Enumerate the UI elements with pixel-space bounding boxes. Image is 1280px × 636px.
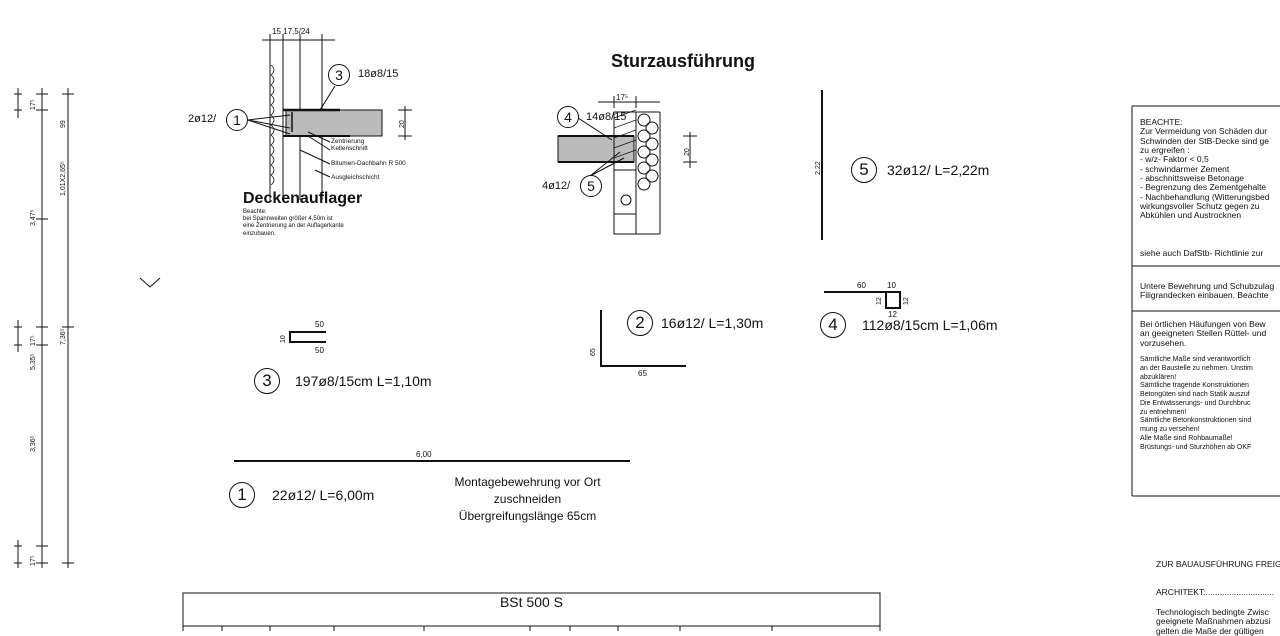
left-dim-2: 99 — [60, 120, 67, 128]
decke-top-dims: 15 17,5/24 — [272, 27, 310, 36]
bar3-dim-bottom: 50 — [315, 346, 324, 355]
title-sturzausfuehrung: Sturzausführung — [611, 51, 755, 71]
v-mark — [139, 277, 161, 288]
bar5-dim: 2,22 — [815, 161, 822, 175]
bar4-dim-60: 60 — [857, 281, 866, 290]
circle-5-sturz: 5 — [580, 175, 602, 197]
bar4-label: 112ø8/15cm L=1,06m — [862, 317, 998, 333]
decke-bar1-label: 2ø12/ — [188, 113, 217, 125]
circle-4-sturz: 4 — [557, 106, 579, 128]
decke-bar3-label: 18ø8/15 — [358, 68, 399, 80]
note-beachte: BEACHTE: Zur Vermeidung von Schäden dur … — [1140, 117, 1270, 221]
bar3-dim-left: 10 — [280, 335, 287, 343]
decke-bitumen: Bitumen-Dachbahn R 500 — [331, 160, 406, 167]
note-untere: Untere Bewehrung und Schubzulag Filigran… — [1140, 281, 1275, 301]
steel-table-title: BSt 500 S — [499, 594, 564, 610]
bar3-label: 197ø8/15cm L=1,10m — [295, 373, 432, 389]
circle-2: 2 — [627, 310, 653, 336]
bar1-dim: 6,00 — [416, 450, 432, 459]
sturz-bar4-label: 14ø8/15 — [586, 111, 627, 123]
decke-note: Beachte: bei Spannweiten größer 4,50m is… — [243, 209, 344, 237]
left-dim-4: 3,47⁵ — [30, 209, 37, 226]
circle-5: 5 — [851, 157, 877, 183]
bar5-label: 32ø12/ L=2,22m — [887, 162, 990, 178]
circle-3-decke: 3 — [328, 64, 350, 86]
bar4-dim-12-bottom: 12 — [888, 310, 897, 319]
deckenauflager-detail — [247, 34, 412, 200]
title-deckenauflager: Deckenauflager — [243, 190, 363, 207]
bar1-label: 22ø12/ L=6,00m — [272, 487, 375, 503]
bar2-label: 16ø12/ L=1,30m — [661, 315, 764, 331]
decke-zentrierung: Zentrierung — [331, 138, 365, 145]
circle-4: 4 — [820, 312, 846, 338]
bar3-dim-top: 50 — [315, 320, 324, 329]
note-siehe: siehe auch DafStb- Richtlinie zur — [1140, 248, 1264, 258]
bar4-shape — [824, 291, 901, 309]
note-freigabe: ZUR BAUAUSFÜHRUNG FREIG — [1156, 559, 1280, 569]
note-architekt: ARCHITEKT:............................. — [1156, 587, 1275, 597]
left-dim-7: 5,35⁵ — [30, 353, 37, 370]
note-technologisch: Technologisch bedingte Zwisc geeignete M… — [1156, 607, 1271, 636]
decke-kellen: Kellenschnitt — [331, 145, 368, 152]
bar4-dim-12-right: 12 — [903, 297, 910, 305]
left-dim-5: 17⁵ — [30, 335, 37, 346]
left-dim-6: 7,36⁵ — [60, 328, 67, 345]
circle-1-decke: 1 — [226, 109, 248, 131]
montage-note: Montagebewehrung vor Ort zuschneiden Übe… — [454, 475, 601, 523]
note-haeufungen: Bei örtlichen Häufungen von Bew an geeig… — [1140, 319, 1267, 348]
circle-1: 1 — [229, 482, 255, 508]
bar2-dim-vertical: 65 — [590, 348, 597, 356]
bar2-shape — [600, 310, 686, 367]
left-dim-1: 17⁵ — [30, 99, 37, 110]
note-conditions: Sämtliche Maße sind verantwortlich an de… — [1140, 356, 1253, 451]
sturz-top-dim: 17⁵ — [616, 93, 629, 102]
bar4-dim-12-left: 12 — [876, 297, 883, 305]
sturz-detail — [557, 96, 697, 235]
bar2-dim-horizontal: 65 — [638, 369, 647, 378]
left-dim-3: 1,01X2,65⁵ — [60, 161, 67, 196]
decke-dim-20: 20 — [399, 120, 406, 128]
sturz-bar5-label: 4ø12/ — [542, 180, 571, 192]
decke-ausgleich: Ausgleichschicht — [331, 174, 380, 181]
steel-table-frame — [182, 592, 881, 631]
left-dim-8: 3,36⁵ — [30, 435, 37, 452]
sturz-dim-20: 20 — [684, 148, 691, 156]
circle-3: 3 — [254, 368, 280, 394]
left-dim-9: 17⁵ — [30, 555, 37, 566]
bar4-dim-10: 10 — [887, 281, 896, 290]
bar3-shape — [289, 331, 326, 343]
